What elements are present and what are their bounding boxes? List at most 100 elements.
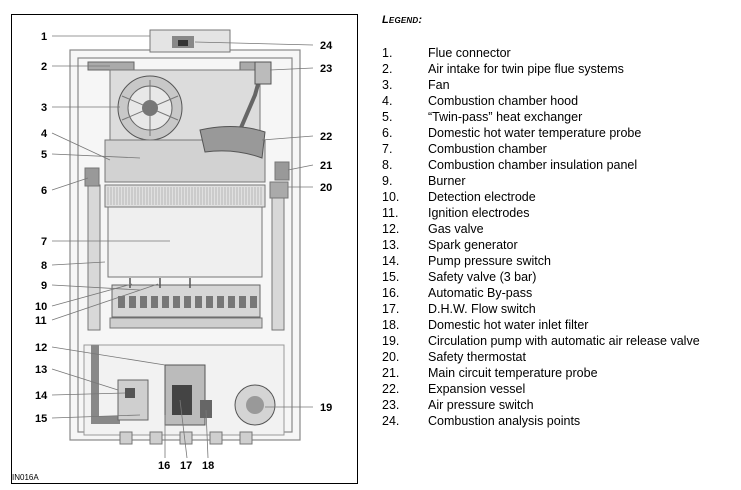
legend-item: 5. “Twin-pass” heat exchanger (382, 109, 700, 125)
callout-3: 3 (41, 102, 47, 114)
expansion-vessel (199, 125, 266, 159)
legend-label: Main circuit temperature probe (428, 366, 598, 380)
legend-label: D.H.W. Flow switch (428, 302, 536, 316)
legend-item: 11. Ignition electrodes (382, 205, 700, 221)
callout-21: 21 (320, 160, 332, 172)
legend-label: Burner (428, 174, 466, 188)
legend-item: 1. Flue connector (382, 45, 700, 61)
callout-12: 12 (35, 342, 47, 354)
legend-item: 15.Safety valve (3 bar) (382, 269, 700, 285)
legend-label: Combustion analysis points (428, 414, 581, 428)
legend-number: 3. (382, 78, 393, 92)
legend-label: Expansion vessel (428, 382, 526, 396)
legend-number: 16. (382, 286, 400, 300)
legend-item: 13. Spark generator (382, 237, 700, 253)
legend-item: 6.Domestic hot water temperature probe (382, 125, 700, 141)
callout-16: 16 (158, 460, 170, 472)
legend-item: 14. Pump pressure switch (382, 253, 700, 269)
legend-item: 17.D.H.W. Flow switch (382, 301, 700, 317)
legend-number: 5. (382, 110, 393, 124)
legend-number: 9. (382, 174, 393, 188)
burner (111, 278, 261, 318)
legend-number: 19. (382, 334, 400, 348)
legend-item: 20. Safety thermostat (382, 349, 700, 365)
callout-9: 9 (41, 280, 47, 292)
legend-number: 22. (382, 382, 400, 396)
figure-code: IN016A (12, 473, 39, 482)
callout-5: 5 (41, 149, 47, 161)
legend-number: 24. (382, 414, 400, 428)
callout-11: 11 (35, 315, 47, 327)
legend-label: Domestic hot water temperature probe (428, 126, 642, 140)
combustion-chamber (107, 206, 263, 278)
legend-label: Combustion chamber (428, 142, 547, 156)
flue-connector (149, 29, 231, 53)
legend-item: 2. Air intake for twin pipe flue systems (382, 61, 700, 77)
legend-number: 23. (382, 398, 400, 412)
legend-number: 20. (382, 350, 400, 364)
legend-label: Combustion chamber hood (428, 94, 579, 108)
callout-7: 7 (41, 236, 47, 248)
legend-label: Fan (428, 78, 450, 92)
legend-label: Safety thermostat (428, 350, 526, 364)
legend-item: 8. Combustion chamber insulation panel (382, 157, 700, 173)
legend-item: 22. Expansion vessel (382, 381, 700, 397)
insulation-panel (109, 317, 263, 329)
legend-number: 21. (382, 366, 400, 380)
legend-number: 1. (382, 46, 393, 60)
legend-number: 14. (382, 254, 400, 268)
legend-item: 4. Combustion chamber hood (382, 93, 700, 109)
legend-label: Domestic hot water inlet filter (428, 318, 589, 332)
legend-number: 4. (382, 94, 393, 108)
legend-item: 18. Domestic hot water inlet filter (382, 317, 700, 333)
legend-item: 16. Automatic By-pass (382, 285, 700, 301)
legend-list: 1. Flue connector 2. Air intake for twin pi… (382, 45, 700, 429)
legend-number: 13. (382, 238, 400, 252)
legend-item: 3. Fan (382, 77, 700, 93)
callout-2: 2 (41, 61, 47, 73)
legend-item: 10. Detection electrode (382, 189, 700, 205)
legend-number: 8. (382, 158, 393, 172)
legend-number: 18. (382, 318, 400, 332)
legend-number: 10. (382, 190, 400, 204)
callout-14: 14 (35, 390, 48, 402)
legend-item: 9. Burner (382, 173, 700, 189)
legend-item: 23. Air pressure switch (382, 397, 700, 413)
callout-19: 19 (320, 402, 332, 414)
callout-6: 6 (41, 185, 47, 197)
legend-label: Detection electrode (428, 190, 536, 204)
legend-label: Circulation pump with automatic air rele… (428, 334, 700, 348)
legend-item: 24. Combustion analysis points (382, 413, 700, 429)
callout-8: 8 (41, 260, 47, 272)
legend-label: Automatic By-pass (428, 286, 533, 300)
legend-label: Combustion chamber insulation panel (428, 158, 638, 172)
legend-number: 15. (382, 270, 400, 284)
callouts: 1 2 3 4 5 6 7 8 9 10 11 12 13 14 15 16 1… (35, 31, 333, 472)
legend-label: Air intake for twin pipe flue systems (428, 62, 624, 76)
legend-label: Gas valve (428, 222, 484, 236)
legend-label: Spark generator (428, 238, 518, 252)
legend-number: 2. (382, 62, 393, 76)
lower-hydraulics (83, 344, 285, 445)
callout-10: 10 (35, 301, 47, 313)
legend-label: Air pressure switch (428, 398, 534, 412)
legend-title: Legend: (382, 14, 423, 26)
heat-exchanger (104, 184, 266, 208)
callout-17: 17 (180, 460, 192, 472)
legend-label: Pump pressure switch (428, 254, 551, 268)
legend-number: 11. (382, 206, 399, 220)
legend-number: 12. (382, 222, 400, 236)
legend-item: 19. Circulation pump with automatic air r… (382, 333, 700, 349)
callout-1: 1 (41, 31, 47, 43)
legend-number: 7. (382, 142, 393, 156)
legend-label: Flue connector (428, 46, 511, 60)
legend-item: 12. Gas valve (382, 221, 700, 237)
callout-15: 15 (35, 413, 47, 425)
legend-item: 7. Combustion chamber (382, 141, 700, 157)
legend-label: Ignition electrodes (428, 206, 530, 220)
callout-13: 13 (35, 364, 47, 376)
callout-22: 22 (320, 131, 332, 143)
legend-label: “Twin-pass” heat exchanger (428, 110, 583, 124)
callout-20: 20 (320, 182, 332, 194)
